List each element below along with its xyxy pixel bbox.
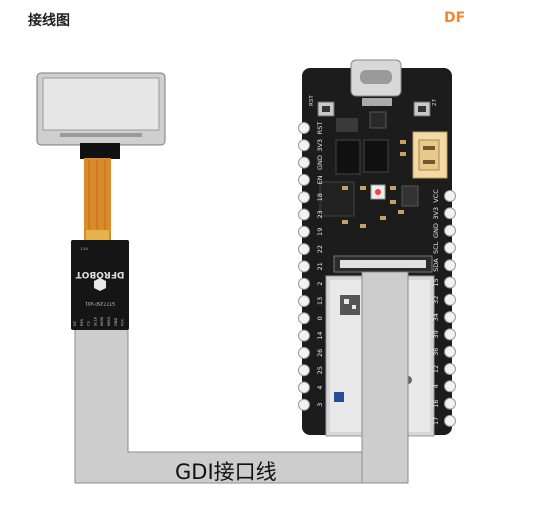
board-pin-right (444, 241, 456, 254)
board-pin-label-right: 32 (432, 296, 440, 304)
display-pin-label: CS (87, 320, 91, 326)
gdi-cable-board-section (361, 271, 409, 484)
top-label-rst: RST (309, 95, 315, 106)
board-pin-left (298, 346, 310, 359)
board-pin-right (444, 276, 456, 289)
board-pin-label-right: 15 (432, 278, 440, 286)
board-pin-right (444, 207, 456, 220)
board-pin-right (444, 397, 456, 410)
board-pin-label-left: 14 (316, 331, 324, 339)
board-pin-right (444, 345, 456, 358)
board-pin-label-left: 22 (316, 245, 324, 253)
board-pin-right (444, 380, 456, 393)
board-pin-label-left: 25 (316, 366, 324, 374)
board-pin-label-left: 0 (316, 316, 324, 320)
board-pin-left (298, 243, 310, 256)
board-pin-left (298, 191, 310, 204)
board-pin-label-left: 19 (316, 228, 324, 236)
board-pin-left (298, 381, 310, 394)
oled-screen (42, 77, 160, 131)
board-pin-label-left: 4 (316, 385, 324, 389)
board-pin-right (444, 224, 456, 237)
board-pin-left (298, 208, 310, 221)
top-label-27: 27 (432, 99, 438, 106)
board-pin-left (298, 173, 310, 186)
display-pin-label: DC (73, 320, 77, 326)
board-pin-right (444, 259, 456, 272)
board-pin-label-left: 3 (316, 403, 324, 407)
board-pin-label-left: GND (316, 155, 324, 170)
board-pin-label-right: 36 (432, 348, 440, 356)
board-pin-label-left: 23 (316, 210, 324, 218)
board-pin-label-right: 16 (432, 399, 440, 407)
board-pin-label-left: 3V3 (316, 139, 324, 152)
board-pin-label-left: 26 (316, 349, 324, 357)
board-pin-label-left: EN (316, 175, 324, 184)
display-model-text: ST7735P V01 (85, 300, 115, 306)
board-pin-label-left: 13 (316, 297, 324, 305)
dfrobot-logo-icon (94, 278, 106, 291)
board-pin-left (298, 329, 310, 342)
board-pin-left (298, 295, 310, 307)
board-pin-left (298, 277, 310, 290)
board-pin-label-right: GND (432, 223, 440, 238)
board-pin-right (444, 363, 456, 375)
board-pin-label-right: 4 (432, 384, 440, 388)
board-pin-left (298, 156, 310, 169)
board-pin-left (298, 122, 310, 134)
board-pin-label-right: SCL (432, 241, 440, 254)
cable-label: GDI接口线 (175, 460, 277, 484)
display-pin-label: GND (114, 318, 118, 326)
display-pin-label: RES (80, 318, 84, 326)
board-pin-left (298, 312, 310, 325)
display-brand-text: DFROBOT (75, 269, 125, 279)
board-pin-label-left: 18 (316, 193, 324, 201)
board-pin-right (444, 414, 456, 427)
board-pin-label-right: 3V3 (432, 207, 440, 220)
board-pin-label-right: 39 (432, 330, 440, 338)
board-pin-label-right: 34 (432, 313, 440, 321)
display-pin-label: MISO (107, 317, 111, 326)
display-pin-label: VCC (121, 318, 125, 326)
board-pin-label-right: 17 (432, 417, 440, 425)
board-pin-left (298, 364, 310, 377)
board-pin-left (298, 139, 310, 152)
board-pin-label-right: SDA (432, 258, 440, 272)
board-pin-right (444, 293, 456, 306)
flex-cable (84, 158, 111, 244)
board-pin-label-left: 21 (316, 262, 324, 270)
processor-chip (335, 139, 361, 175)
brand-logo: DF (444, 10, 466, 26)
board-pin-label-left: 2 (316, 282, 324, 286)
display-pin-label: SCLK (93, 316, 97, 326)
board-pin-right (444, 311, 456, 324)
page-title: 接线图 (28, 13, 70, 29)
board-pin-left (298, 398, 310, 411)
display-small-text: 1.54 (80, 247, 89, 251)
board-pin-label-left: RST (316, 122, 324, 135)
board-pin-label-right: VCC (432, 189, 440, 203)
board-pin-left (298, 260, 310, 273)
board-pin-right (444, 328, 456, 341)
display-pin-label: MOSI (100, 317, 104, 326)
board-pin-label-right: 12 (432, 365, 440, 373)
board-pin-right (444, 190, 456, 202)
board-pin-left (298, 225, 310, 238)
